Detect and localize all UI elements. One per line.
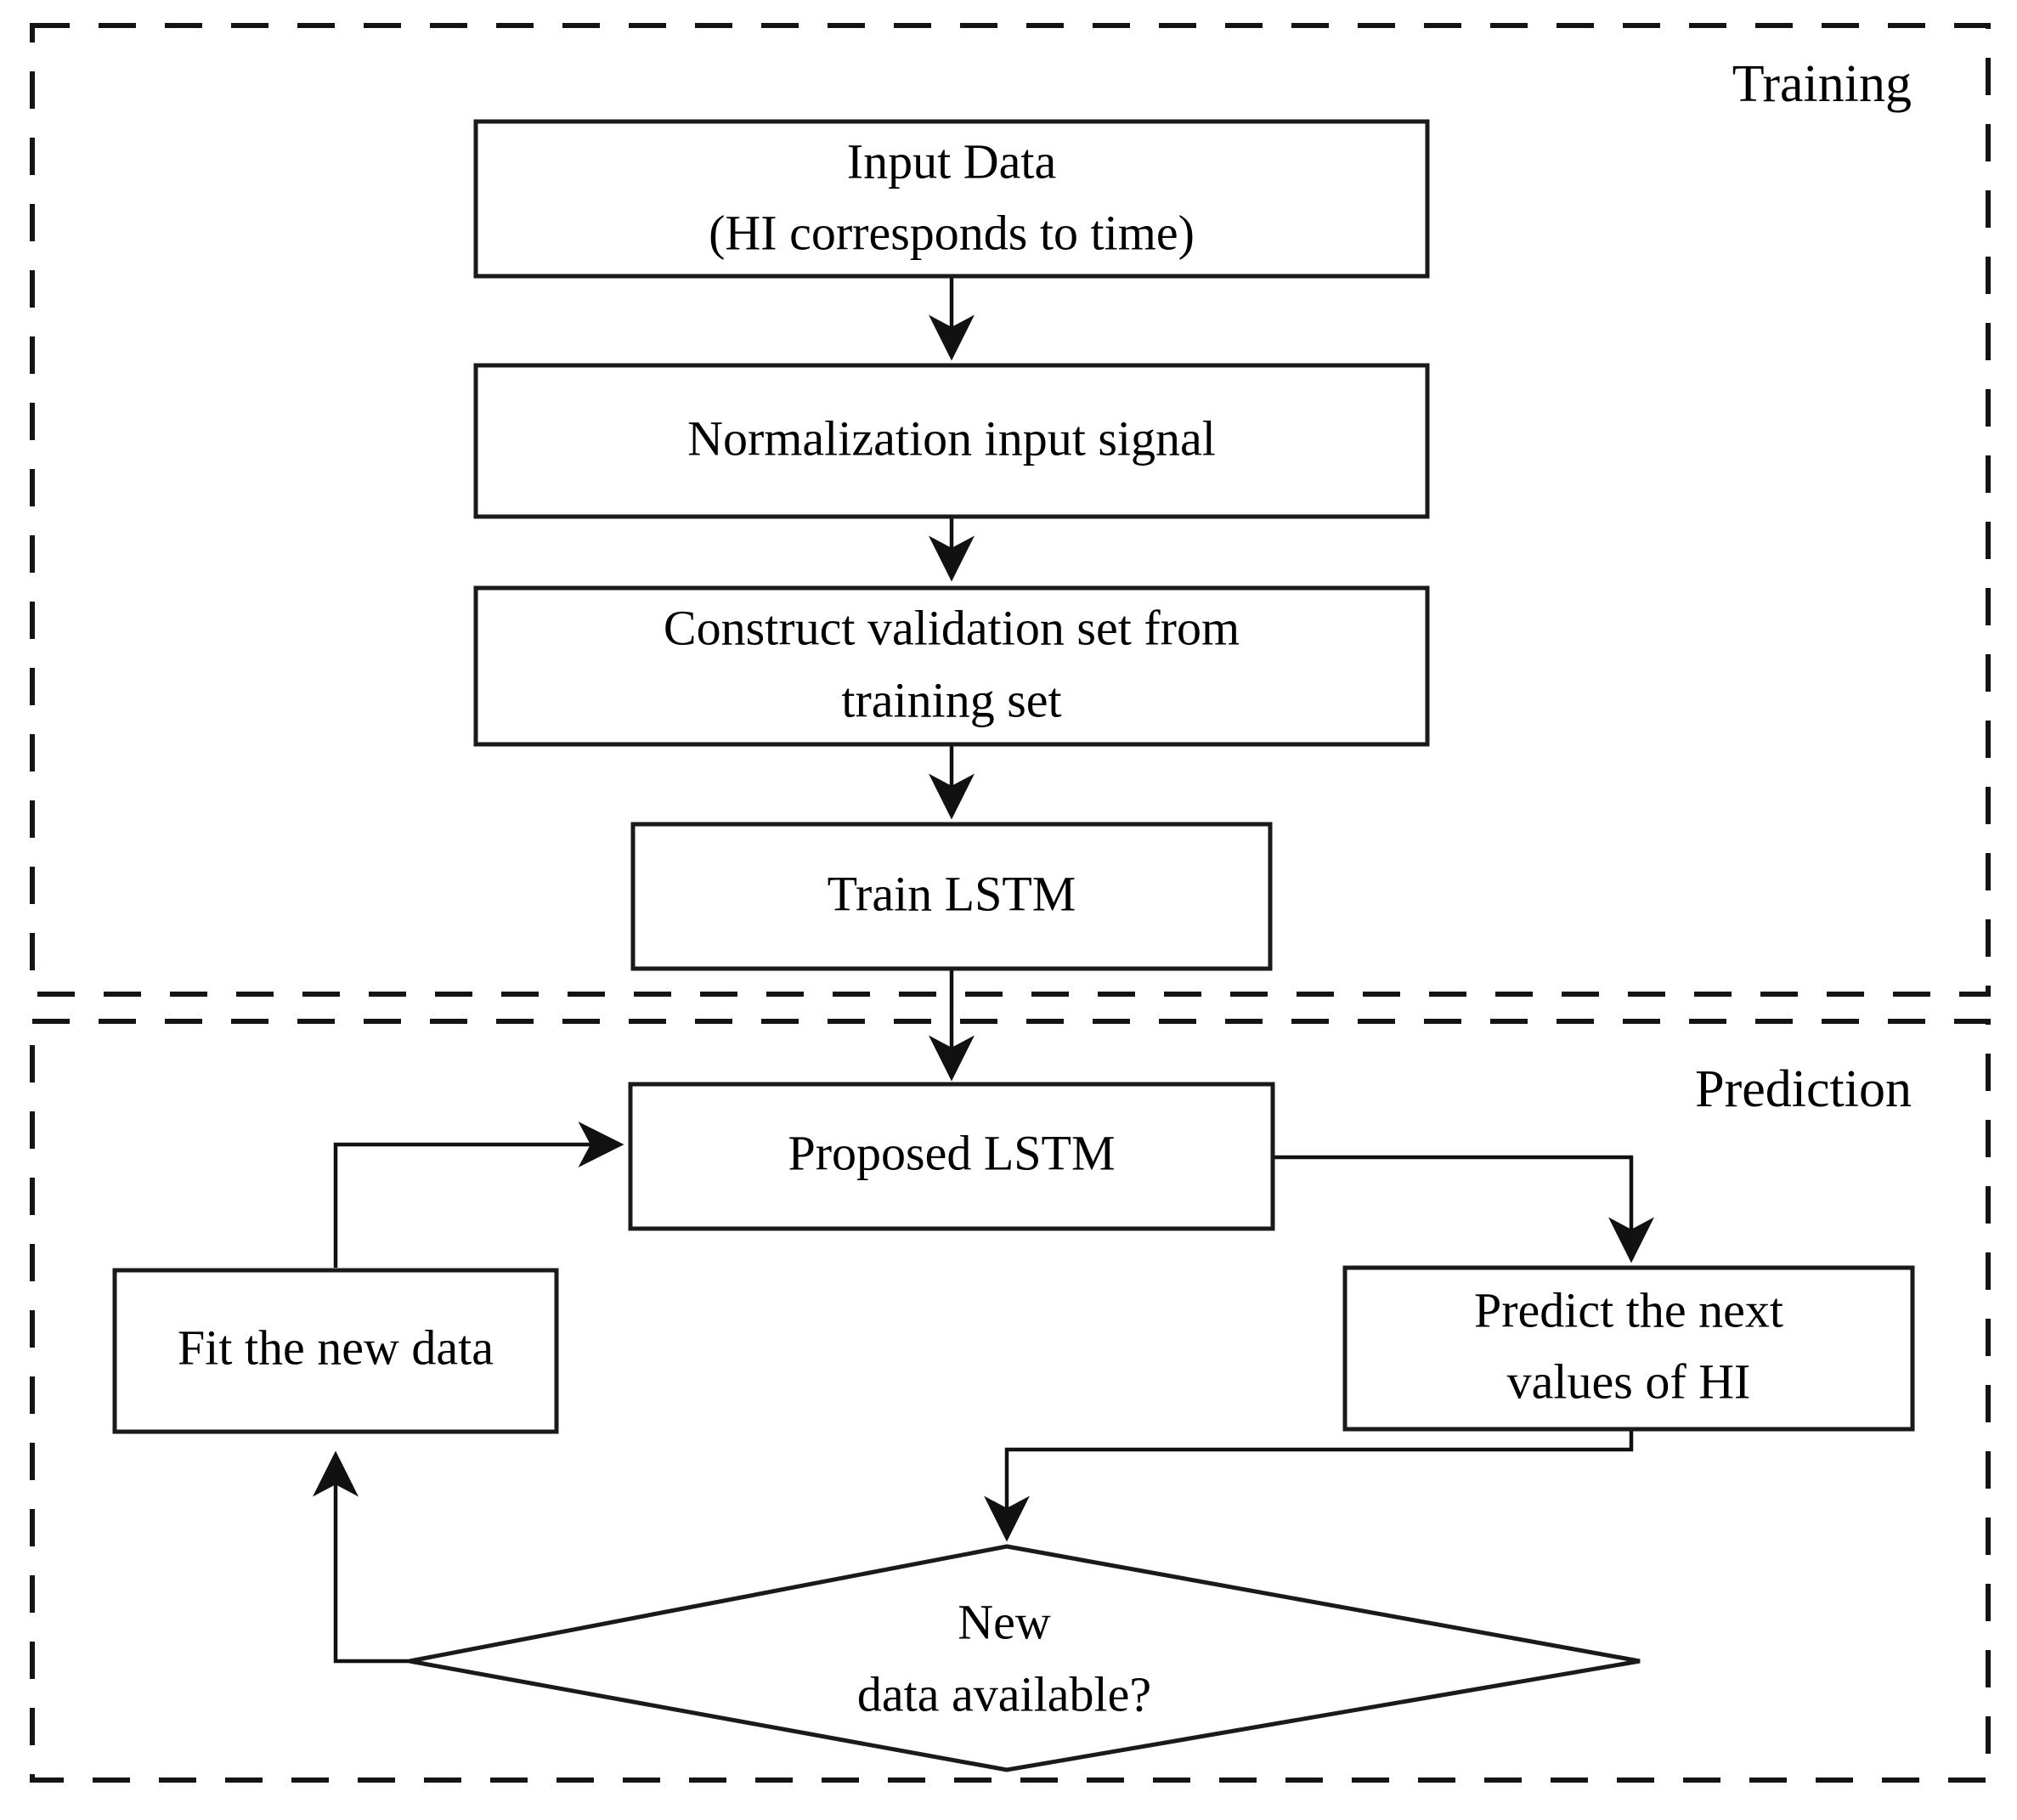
node-predict-next-line1: Predict the next: [1474, 1282, 1783, 1337]
node-construct-validation-line2: training set: [841, 672, 1061, 727]
node-construct-validation-line1: Construct validation set from: [664, 600, 1240, 655]
connector-predict-to-decision: [984, 1426, 1634, 1542]
node-fit-new-data[interactable]: Fit the new data: [112, 1268, 559, 1434]
node-train-lstm[interactable]: Train LSTM: [630, 822, 1273, 971]
node-proposed-lstm-line1: Proposed LSTM: [788, 1125, 1115, 1180]
node-train-lstm-line1: Train LSTM: [828, 866, 1076, 921]
connector-fit-to-proposed: [333, 1122, 624, 1268]
node-new-data-available-line2: data available?: [857, 1666, 1151, 1721]
node-proposed-lstm[interactable]: Proposed LSTM: [628, 1082, 1275, 1231]
node-input-data-line2: (HI corresponds to time): [709, 205, 1195, 260]
prediction-section-label: Prediction: [1695, 1060, 1912, 1118]
node-construct-validation[interactable]: Construct validation set from training s…: [473, 585, 1430, 747]
node-normalization[interactable]: Normalization input signal: [473, 363, 1430, 519]
connector-proposed-to-predict: [1273, 1155, 1654, 1263]
prediction-section-frame: [30, 1019, 1991, 1783]
node-input-data-line1: Input Data: [847, 133, 1056, 189]
node-input-data[interactable]: Input Data (HI corresponds to time): [473, 119, 1430, 279]
connector-decision-to-fit: [313, 1450, 410, 1664]
node-new-data-available[interactable]: New data available?: [409, 1544, 1641, 1772]
node-new-data-available-line1: New: [958, 1594, 1051, 1649]
node-predict-next-line2: values of HI: [1507, 1354, 1751, 1409]
node-normalization-line1: Normalization input signal: [687, 410, 1216, 466]
training-section-label: Training: [1732, 55, 1912, 113]
node-fit-new-data-line1: Fit the new data: [178, 1320, 494, 1375]
node-predict-next-values[interactable]: Predict the next values of HI: [1342, 1265, 1915, 1432]
